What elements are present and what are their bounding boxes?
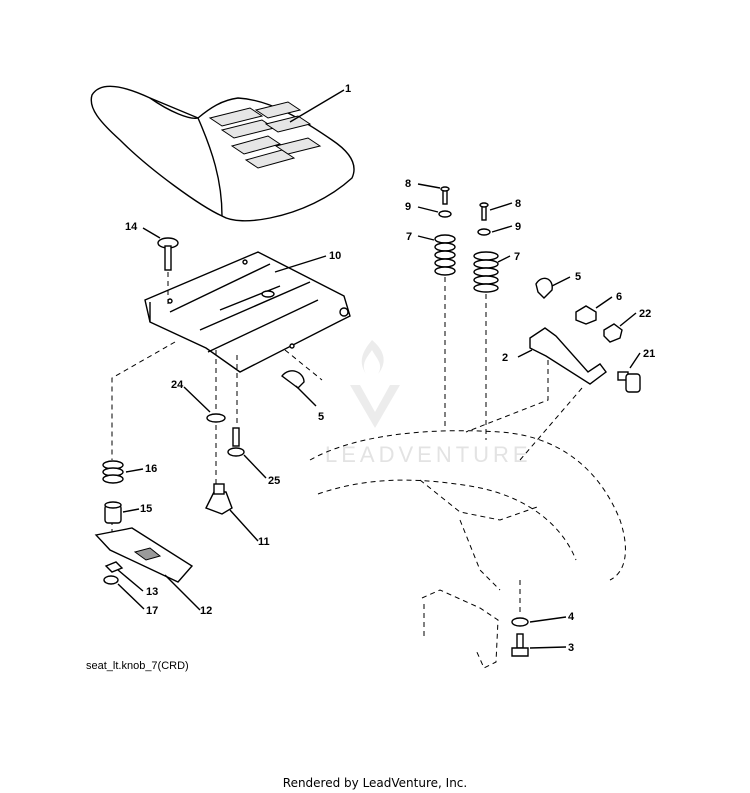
seat-part bbox=[90, 85, 355, 222]
callout-7-left: 7 bbox=[406, 231, 412, 243]
leader-lines bbox=[117, 89, 641, 649]
callout-16: 16 bbox=[145, 463, 157, 475]
callout-13: 13 bbox=[146, 586, 158, 598]
callout-9-right: 9 bbox=[515, 221, 521, 233]
frame-outline bbox=[309, 430, 626, 669]
callout-15: 15 bbox=[140, 503, 152, 515]
callout-labels: 1 2 3 4 5 5 6 7 7 8 8 9 9 10 11 12 13 14… bbox=[125, 83, 655, 654]
carriage-bolt-part bbox=[157, 237, 179, 271]
footer-credit: Rendered by LeadVenture, Inc. bbox=[282, 776, 468, 790]
callout-11: 11 bbox=[258, 536, 270, 548]
callout-7-right: 7 bbox=[514, 251, 520, 263]
leadventure-watermark: LEADVENTURE bbox=[325, 340, 532, 467]
callout-25: 25 bbox=[268, 475, 280, 487]
callout-9-left: 9 bbox=[405, 201, 411, 213]
callout-22: 22 bbox=[639, 308, 651, 320]
watermark-text: LEADVENTURE bbox=[325, 442, 532, 467]
callout-24: 24 bbox=[171, 379, 184, 391]
callout-17: 17 bbox=[146, 605, 158, 617]
spring-bolts-parts bbox=[434, 186, 641, 657]
callout-1: 1 bbox=[345, 83, 351, 95]
callout-8-left: 8 bbox=[405, 178, 411, 190]
callout-8-right: 8 bbox=[515, 198, 521, 210]
callout-4: 4 bbox=[568, 611, 575, 623]
callout-14: 14 bbox=[125, 221, 138, 233]
callout-10: 10 bbox=[329, 250, 341, 262]
callout-3: 3 bbox=[568, 642, 574, 654]
callout-21: 21 bbox=[643, 348, 655, 360]
seat-adjust-parts bbox=[94, 272, 323, 585]
diagram-reference-code: seat_lt.knob_7(CRD) bbox=[86, 660, 189, 672]
callout-12: 12 bbox=[200, 605, 212, 617]
callout-6: 6 bbox=[616, 291, 622, 303]
seat-pan-part bbox=[144, 251, 351, 373]
callout-5-left: 5 bbox=[318, 411, 324, 423]
callout-2: 2 bbox=[502, 352, 508, 364]
callout-5-right: 5 bbox=[575, 271, 581, 283]
